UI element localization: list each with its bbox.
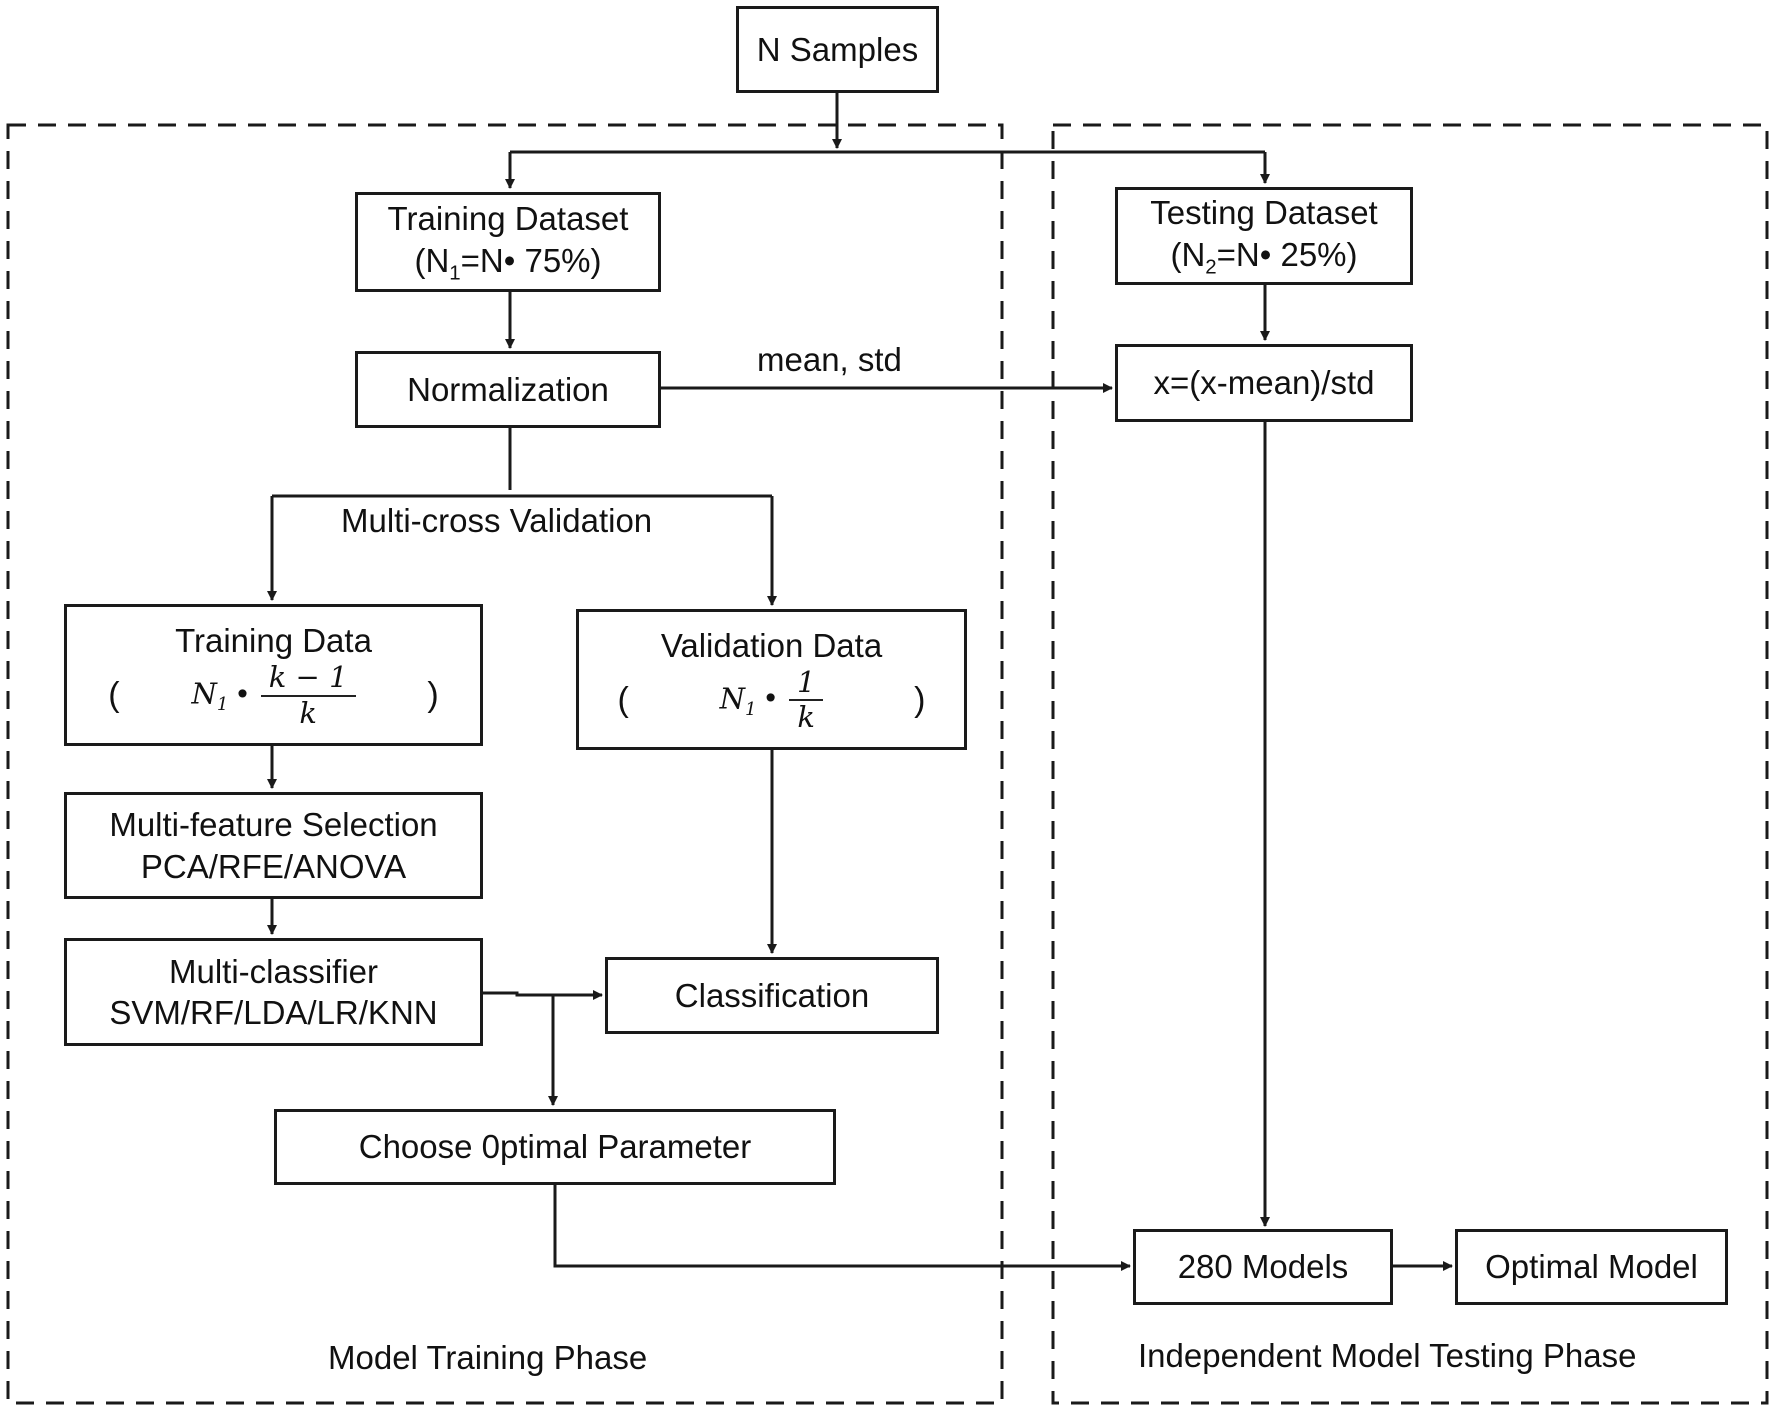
testing-phase-label: Independent Model Testing Phase [1138,1337,1637,1374]
n-samples-box: N Samples [736,6,939,93]
models-label: 280 Models [1177,1248,1349,1286]
testing-phase-region [1051,123,1769,1405]
validation-data-title: Validation Data [660,626,883,664]
mean-std-label: mean, std [757,341,902,378]
multi-cross-validation-label: Multi-cross Validation [337,502,657,540]
normalization-box: Normalization [355,351,661,428]
n-samples-label: N Samples [756,30,919,68]
training-phase-label: Model Training Phase [328,1339,648,1376]
testing-dataset-title: Testing Dataset [1150,194,1378,232]
feature-selection-line1: Multi-feature Selection [109,806,438,844]
optimal-model-label: Optimal Model [1485,1248,1698,1286]
models-box: 280 Models [1133,1229,1393,1305]
choose-parameter-box: Choose 0ptimal Parameter [274,1109,836,1185]
choose-parameter-label: Choose 0ptimal Parameter [358,1128,752,1166]
classifier-line2: SVM/RF/LDA/LR/KNN [109,994,438,1031]
feature-selection-line2: PCA/RFE/ANOVA [140,847,407,885]
standardization-label: x=(x-mean)/std [1153,364,1375,402]
feature-selection-box: Multi-feature Selection PCA/RFE/ANOVA [64,792,483,899]
training-dataset-title: Training Dataset [387,200,629,238]
normalization-label: Normalization [407,370,609,408]
testing-dataset-box: Testing Dataset (N2=N• 25%) [1115,187,1413,285]
optimal-model-box: Optimal Model [1455,1229,1728,1305]
testing-dataset-formula: (N2=N• 25%) [1170,235,1358,279]
training-data-title: Training Data [175,622,372,660]
classifier-line1: Multi-classifier [168,952,379,990]
training-phase-region [6,123,1004,1405]
training-dataset-box: Training Dataset (N1=N• 75%) [355,192,661,292]
classification-box: Classification [605,957,939,1034]
classifier-box: Multi-classifier SVM/RF/LDA/LR/KNN [64,938,483,1046]
training-dataset-formula: (N1=N• 75%) [414,241,602,285]
standardization-box: x=(x-mean)/std [1115,344,1413,422]
classification-label: Classification [674,976,870,1014]
